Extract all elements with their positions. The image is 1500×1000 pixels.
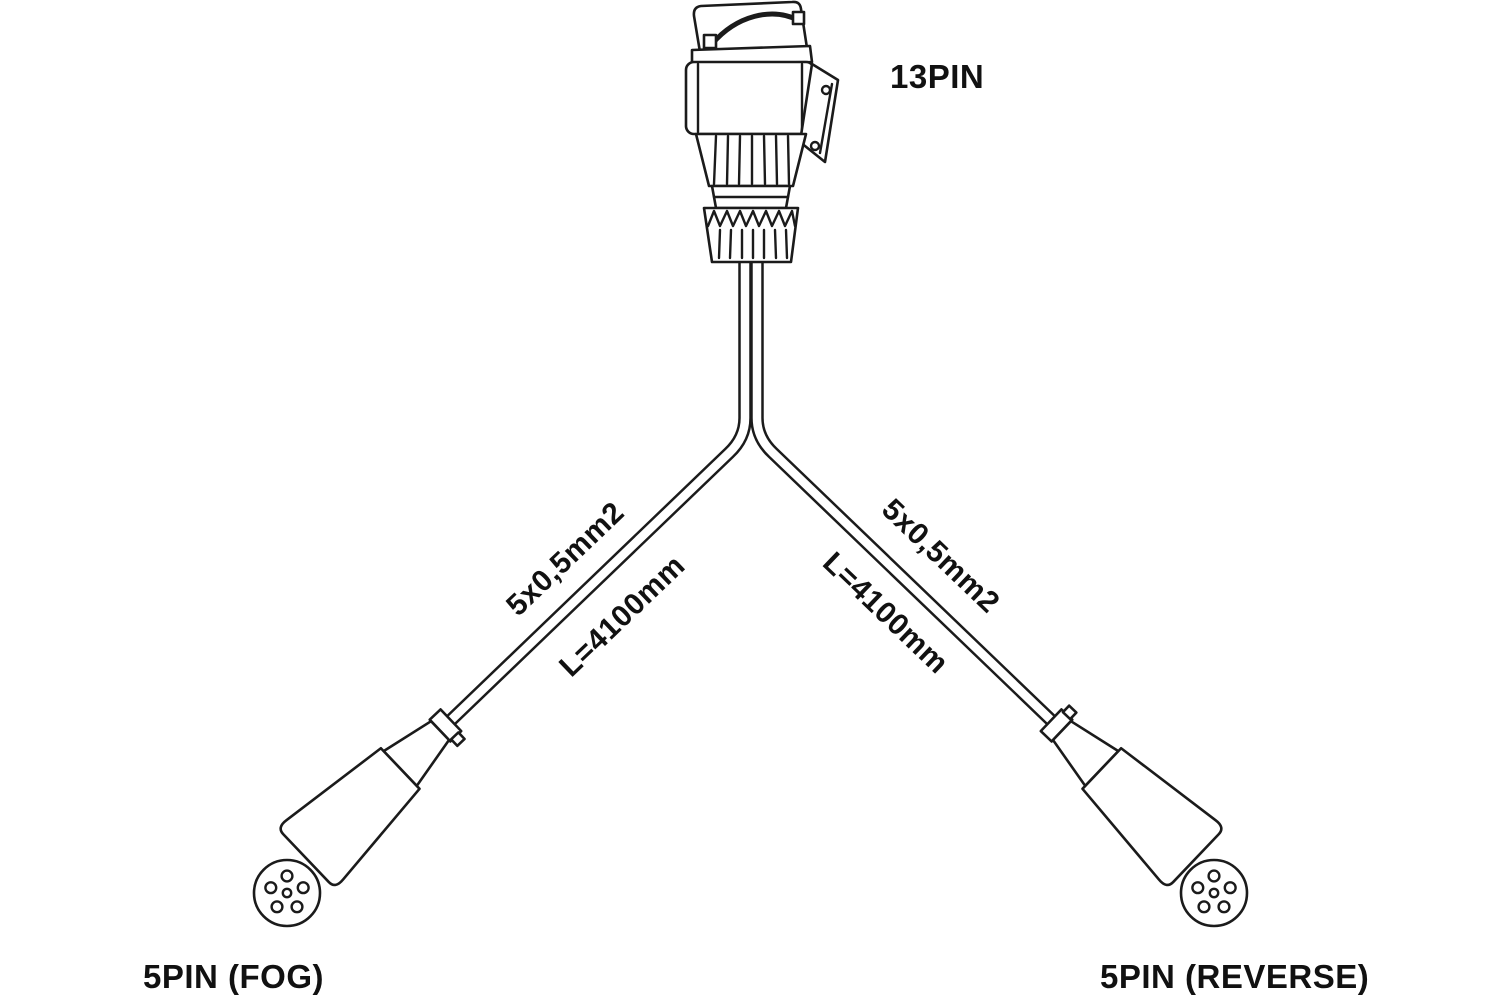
plug-lid-hinge-left bbox=[702, 33, 718, 50]
connector-5pin-fog bbox=[252, 689, 481, 928]
label-13pin: 13PIN bbox=[890, 58, 984, 95]
right-cable-core bbox=[752, 250, 1057, 727]
plug-skirt-ribs bbox=[712, 134, 791, 186]
plug-gland-ribs bbox=[717, 228, 789, 260]
plug-lid-hinge-right bbox=[791, 10, 806, 26]
plug-body bbox=[684, 60, 816, 136]
cables bbox=[443, 250, 1059, 728]
connector-13pin bbox=[684, 0, 840, 264]
left-cable-core bbox=[445, 250, 750, 727]
flange-screw-hole-bottom bbox=[809, 140, 821, 152]
plug-gland-crown bbox=[706, 209, 797, 228]
plug-flange-inner-line bbox=[818, 82, 834, 155]
flange-screw-hole-top bbox=[820, 84, 832, 96]
label-5pin-fog: 5PIN (FOG) bbox=[143, 958, 324, 995]
connector-5pin-reverse bbox=[1021, 689, 1249, 928]
plug-lid-bail bbox=[709, 11, 803, 47]
plug-collar bbox=[690, 44, 814, 66]
label-5pin-reverse: 5PIN (REVERSE) bbox=[1100, 958, 1369, 995]
